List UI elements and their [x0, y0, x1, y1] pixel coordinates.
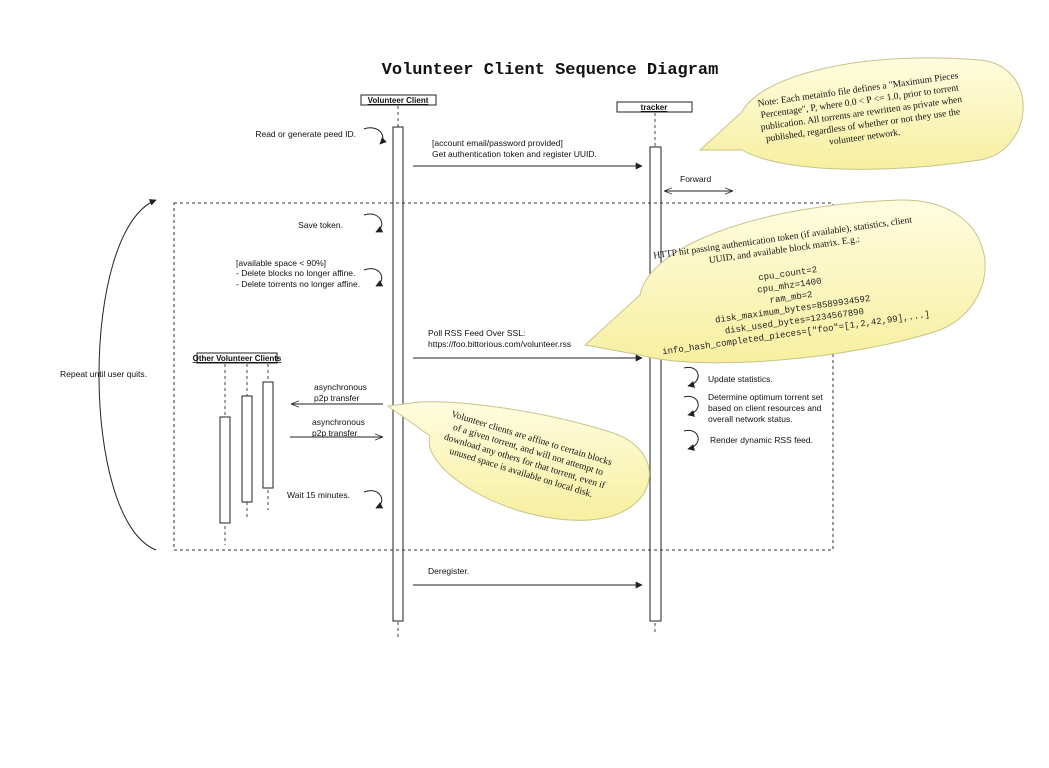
other-activation	[262, 381, 274, 489]
self-message-arrow	[683, 395, 699, 417]
self-message-arrow	[683, 429, 699, 451]
message-label: p2p transfer	[314, 393, 360, 403]
self-message-label: based on client resources and	[708, 403, 822, 413]
self-message-label: [available space < 90%]	[236, 258, 326, 268]
message-label: https://foo.bittorious.com/volunteer.rss	[428, 339, 571, 349]
self-message-arrow	[683, 366, 699, 388]
participant-label: Other Volunteer Clients	[193, 354, 282, 363]
message-label: Forward	[680, 174, 711, 184]
message-condition: [account email/password provided]	[432, 138, 563, 148]
participant-volunteer-client: Volunteer Client	[360, 94, 437, 106]
self-message-arrow	[363, 490, 384, 509]
self-message-label: Read or generate peed ID.	[255, 129, 356, 139]
participant-tracker: tracker	[616, 101, 693, 113]
message-label: Deregister.	[428, 566, 469, 576]
note-affine: Volunteer clients are affine to certain …	[386, 401, 650, 521]
note-metainfo: Note: Each metainfo file defines a "Maxi…	[698, 57, 1024, 170]
diagram-title: Volunteer Client Sequence Diagram	[382, 61, 719, 80]
self-message-label: - Delete blocks no longer affine.	[236, 268, 355, 278]
self-message-label: Wait 15 minutes.	[287, 490, 350, 500]
message-label: Get authentication token and register UU…	[432, 149, 597, 159]
other-activation	[241, 395, 253, 503]
message-label: p2p transfer	[312, 428, 358, 438]
self-message-label: Save token.	[298, 220, 343, 230]
loop-arrow	[98, 199, 157, 551]
participant-other-clients: Other Volunteer Clients	[193, 352, 282, 364]
self-message-arrow	[363, 268, 384, 287]
self-message-label: Determine optimum torrent set	[708, 392, 823, 402]
self-message-arrow	[363, 127, 387, 145]
self-message-label: overall network status.	[708, 414, 793, 424]
tracker-activation	[649, 146, 662, 622]
participant-label: Volunteer Client	[368, 96, 429, 105]
self-message-label: - Delete torrents no longer affine.	[236, 279, 360, 289]
self-message-arrow	[363, 213, 384, 233]
message-label: asynchronous	[314, 382, 367, 392]
loop-label: Repeat until user quits.	[60, 369, 147, 379]
loop-frame	[173, 202, 834, 551]
self-message-label: Render dynamic RSS feed.	[710, 435, 813, 445]
self-message-label: Update statistics.	[708, 374, 773, 384]
participant-label: tracker	[641, 103, 668, 112]
other-activation	[219, 416, 231, 524]
note-http-hit: HTTP hit passing authentication token (i…	[583, 199, 986, 364]
message-label: asynchronous	[312, 417, 365, 427]
message-label: Poll RSS Feed Over SSL:	[428, 328, 525, 338]
client-activation	[392, 126, 404, 622]
